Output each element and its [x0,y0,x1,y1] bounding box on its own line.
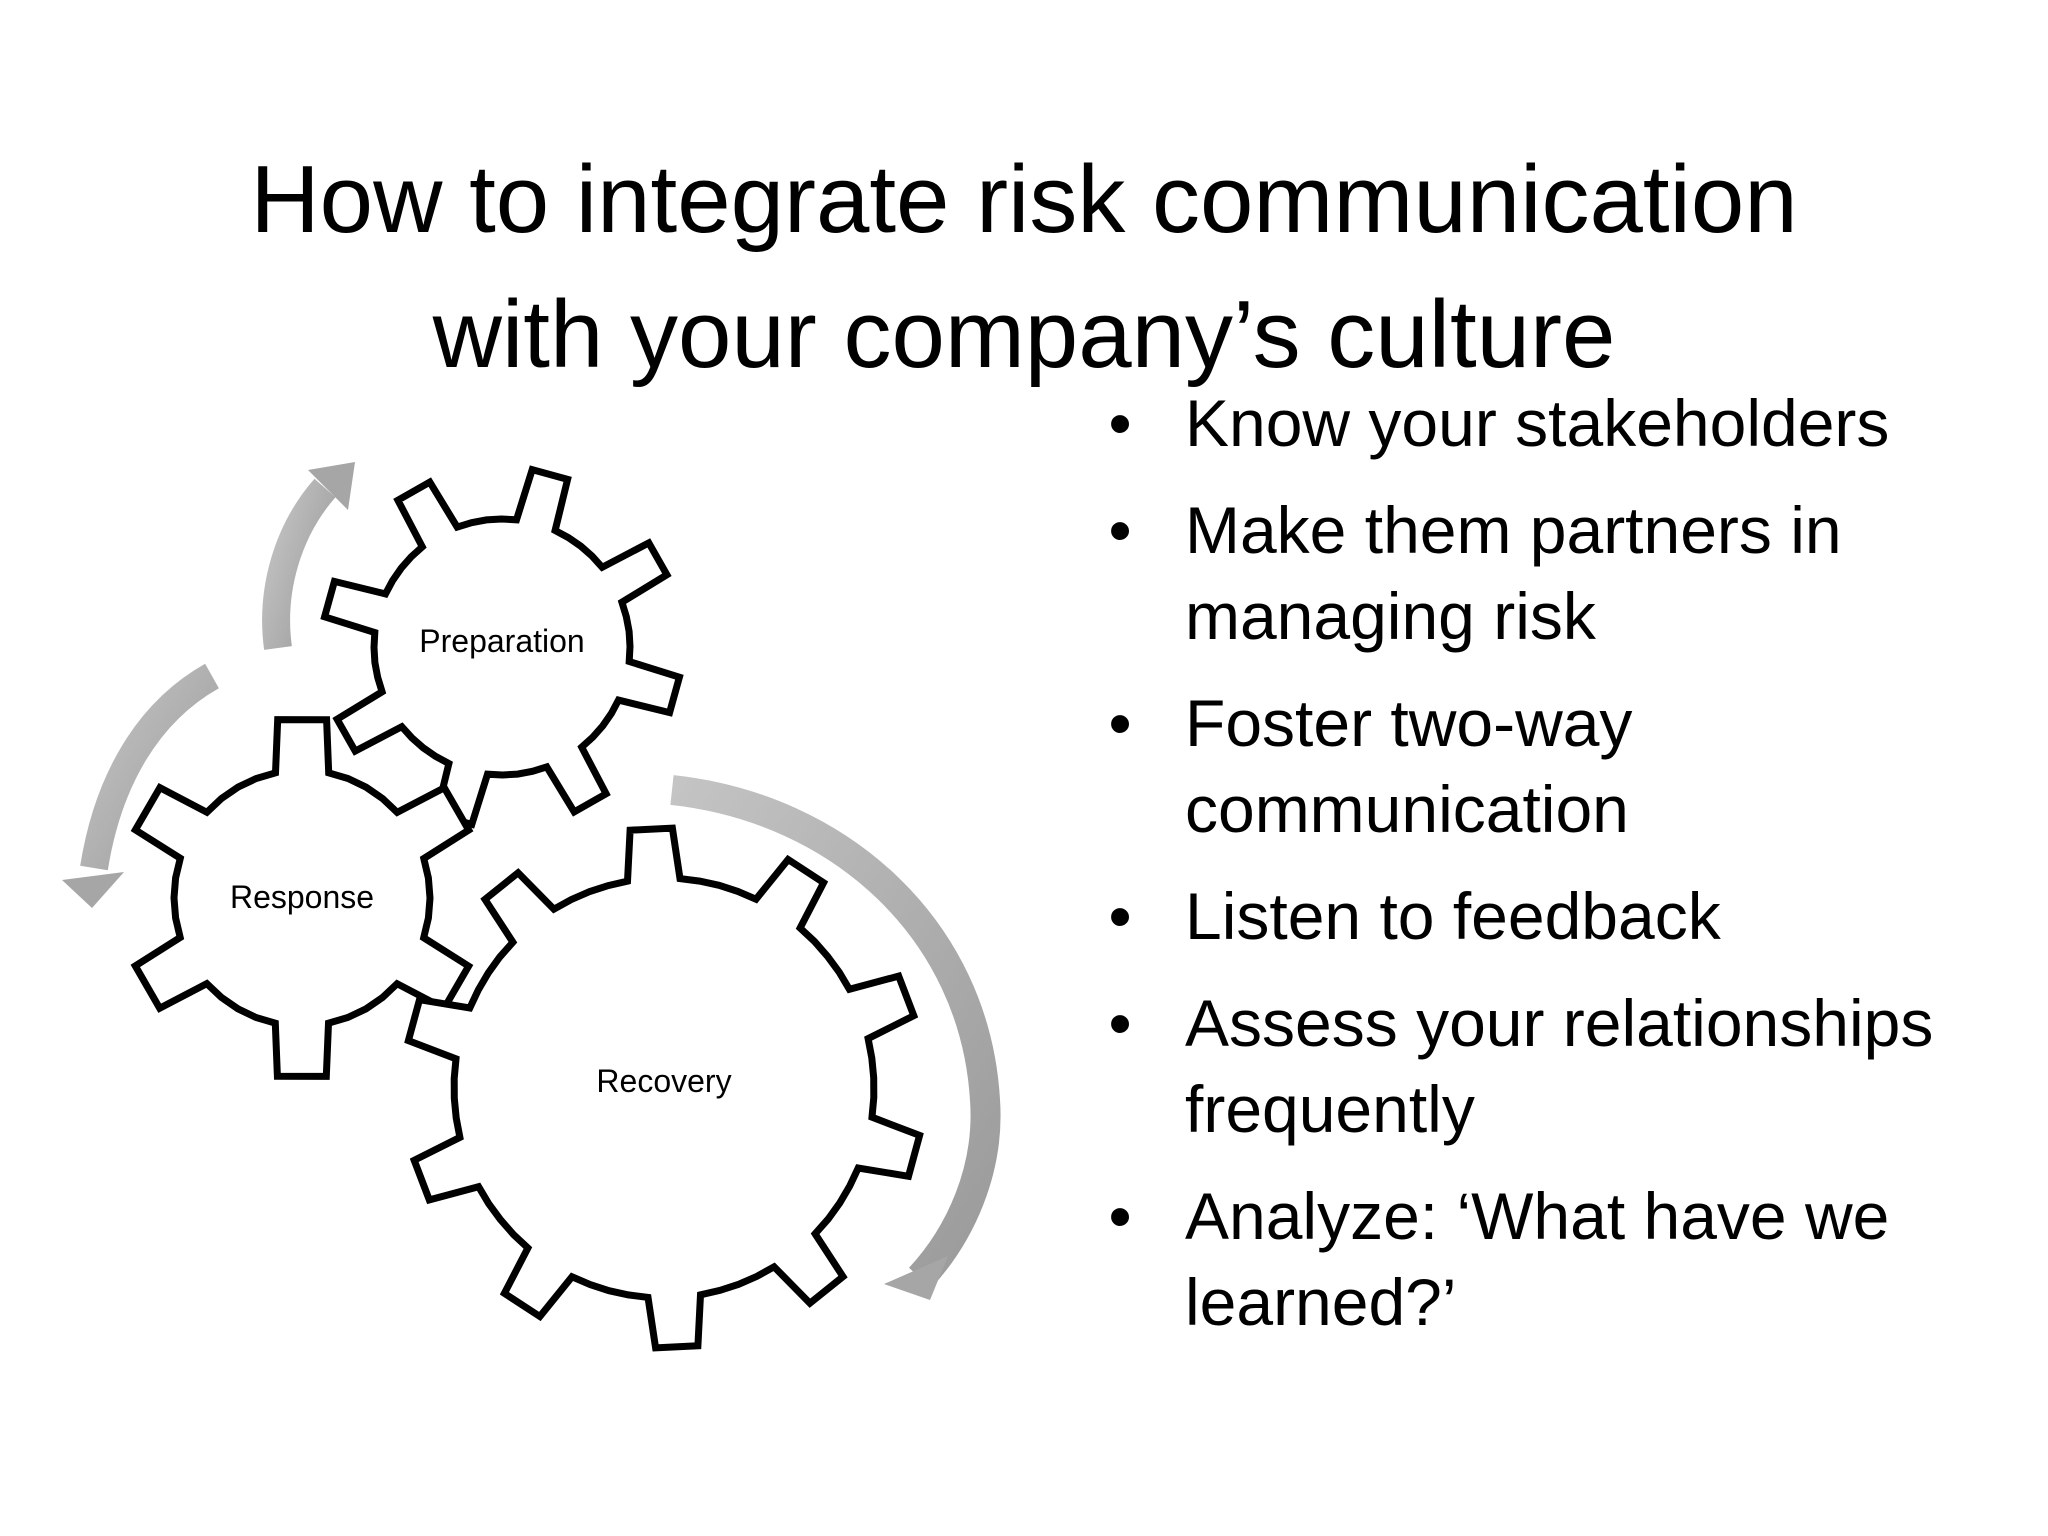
list-item: • Assess your relationships frequently [1100,980,2000,1152]
stage-label-recovery: Recovery [596,1063,731,1099]
bullet-marker: • [1108,493,1132,567]
gear-icon [404,824,924,1352]
bullet-marker: • [1108,686,1132,760]
cycle-arrow-left [62,663,220,908]
bullet-text: Know your stakeholders [1185,386,1890,460]
bullet-text: Analyze: ‘What have we learned?’ [1185,1179,1890,1339]
bullet-marker: • [1108,386,1132,460]
list-item: • Know your stakeholders [1100,380,2000,466]
bullet-list: • Know your stakeholders • Make them partn… [1100,380,2000,1366]
gear-icon [130,716,474,1080]
slide-title: How to integrate risk communication with… [0,132,2048,402]
bullet-text: Listen to feedback [1185,879,1721,953]
cycle-arrow-right [670,775,1001,1300]
gear-outline [404,824,924,1352]
list-item: • Make them partners in managing risk [1100,487,2000,659]
list-item: • Foster two-way communication [1100,680,2000,852]
title-line-2: with your company’s culture [432,281,1616,389]
gear-icon [320,465,684,829]
bullet-text: Make them partners in managing risk [1185,493,1842,653]
list-item: • Listen to feedback [1100,873,2000,959]
bullet-text: Foster two-way communication [1185,686,1633,846]
list-item: • Analyze: ‘What have we learned?’ [1100,1173,2000,1345]
bullet-marker: • [1108,1179,1132,1253]
cycle-arrow-top [262,462,355,650]
bullet-marker: • [1108,879,1132,953]
bullet-text: Assess your relationships frequently [1185,986,1934,1146]
bullet-marker: • [1108,986,1132,1060]
gear-outline [320,465,684,829]
stage-label-preparation: Preparation [419,623,584,659]
title-line-1: How to integrate risk communication [250,146,1798,254]
stage-label-response: Response [230,879,374,915]
gear-outline [130,716,474,1080]
